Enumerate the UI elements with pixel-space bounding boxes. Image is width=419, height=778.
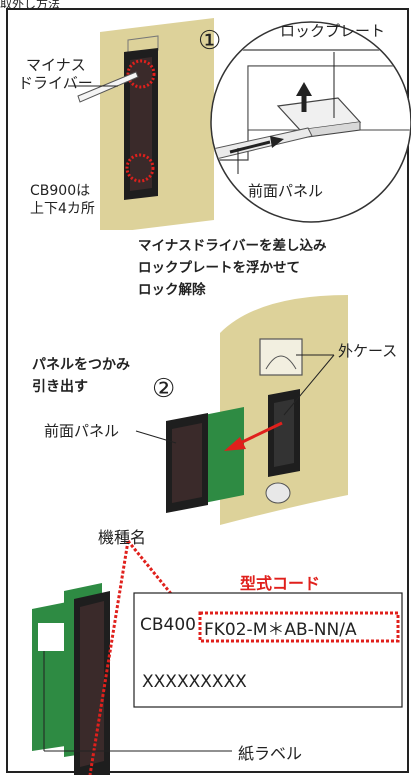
step2-knob bbox=[265, 482, 291, 504]
step1-instruction-1: マイナスドライバーを差し込み bbox=[138, 238, 327, 254]
step1-screwdriver bbox=[77, 71, 139, 103]
model-name-leader bbox=[88, 540, 130, 775]
type-code-title: 型式コード bbox=[240, 574, 321, 593]
step1-front-panel-label: 前面パネル bbox=[248, 182, 324, 200]
step1-bottom-lock-mark bbox=[125, 153, 155, 183]
step2-number: ② bbox=[152, 374, 176, 404]
step1-illustration bbox=[68, 18, 411, 230]
zoom-push-arrow bbox=[229, 140, 271, 154]
label-illustration bbox=[32, 540, 403, 775]
model-name-label: 機種名 bbox=[98, 528, 147, 547]
minus-driver-label-2: ドライバー bbox=[18, 74, 93, 92]
serial-value: XXXXXXXXX bbox=[142, 672, 247, 692]
minus-driver-label-1: マイナス bbox=[26, 56, 86, 74]
step2-illustration bbox=[135, 295, 348, 525]
outer-case-label: 外ケース bbox=[338, 342, 398, 360]
step2-instruction-2: 引き出す bbox=[32, 379, 88, 395]
step2-instruction-1: パネルをつかみ bbox=[32, 357, 130, 373]
paper-label-caption: 紙ラベル bbox=[238, 744, 303, 763]
paper-label-sticker bbox=[38, 623, 64, 651]
step1-instruction-3: ロック解除 bbox=[138, 282, 206, 298]
step1-number: ① bbox=[198, 26, 222, 56]
figure-frame: ① ロックプレート マイナス ドライバー 前面パネル CB900は 上下4カ所 … bbox=[6, 8, 411, 775]
step1-instruction-2: ロックプレートを浮かせて bbox=[138, 260, 300, 276]
step2-front-panel-label: 前面パネル bbox=[44, 422, 120, 440]
step2-meter bbox=[259, 338, 303, 376]
lock-plate-label: ロックプレート bbox=[280, 22, 386, 40]
type-code-value: FK02-M＊AB-NN/A bbox=[204, 620, 357, 640]
step1-top-lock-mark bbox=[126, 59, 156, 89]
top-caption: 取外し方法 bbox=[0, 0, 260, 8]
cb900-note-1: CB900は bbox=[30, 183, 91, 199]
type-code-highlight bbox=[198, 611, 400, 643]
step2-pull-arrow bbox=[235, 421, 283, 447]
cb900-note-2: 上下4カ所 bbox=[30, 201, 95, 217]
type-code-prefix: CB400 bbox=[140, 615, 196, 635]
